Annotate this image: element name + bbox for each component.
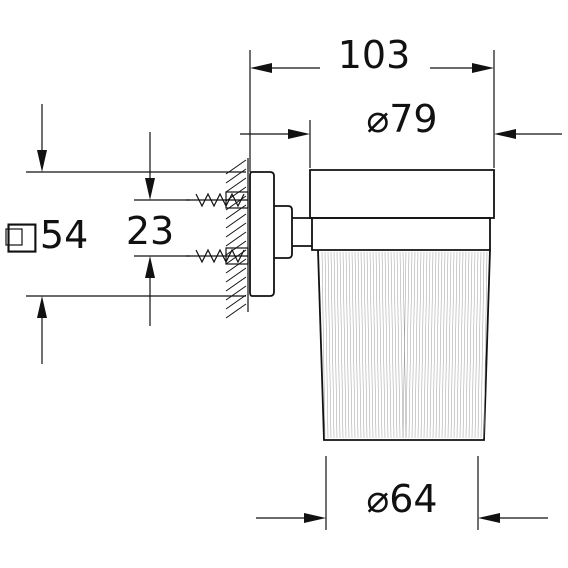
glass-texture-line: [420, 251, 425, 439]
glass-texture-line: [456, 251, 461, 439]
glass-texture-line: [348, 251, 353, 439]
hatch-line: [225, 177, 247, 193]
glass-texture-line: [477, 251, 482, 439]
glass-texture-line: [366, 251, 371, 439]
hatch-line: [225, 258, 247, 274]
glass-texture-line: [330, 251, 335, 439]
dimension-screw-spacing: 23: [126, 132, 190, 326]
plate-size-label: □54: [4, 213, 88, 257]
glass-texture-line: [399, 251, 404, 439]
glass-texture-line: [396, 251, 401, 439]
wall-plate: [249, 171, 312, 297]
glass-texture-line: [342, 251, 347, 439]
glass-texture-line: [429, 251, 434, 439]
base-diameter-label: ⌀64: [366, 477, 437, 521]
hatch-line: [225, 222, 247, 238]
screw-spacing-label: 23: [126, 209, 174, 253]
glass-texture-line: [411, 251, 416, 439]
glass-texture-line: [480, 251, 485, 439]
hatch-line: [225, 276, 247, 292]
glass-texture-line: [327, 251, 332, 439]
glass-texture-line: [321, 251, 326, 439]
hatch-line: [225, 285, 247, 301]
glass-texture-line: [369, 251, 374, 439]
dimension-rim-diameter: ⌀79: [240, 97, 562, 168]
glass-texture-line: [465, 251, 470, 439]
glass-texture-line: [378, 251, 383, 439]
glass-texture-line: [462, 251, 467, 439]
glass-texture-line: [450, 251, 455, 439]
rim-diameter-label: ⌀79: [366, 97, 437, 141]
glass-texture-line: [336, 251, 341, 439]
glass-texture-line: [363, 251, 368, 439]
glass-texture-line: [405, 251, 410, 439]
glass-texture-line: [375, 251, 380, 439]
glass-texture-line: [414, 251, 419, 439]
glass-texture-line: [432, 251, 437, 439]
glass-tumbler: [317, 249, 491, 441]
glass-texture-line: [345, 251, 350, 439]
glass-texture-line: [324, 251, 329, 439]
glass-texture-line: [372, 251, 377, 439]
screw-upper: [186, 191, 249, 209]
glass-texture-line: [357, 251, 362, 439]
glass-texture-line: [360, 251, 365, 439]
hatch-line: [225, 303, 247, 319]
glass-texture-line: [453, 251, 458, 439]
hatch-line: [225, 213, 247, 229]
wall-hatching: [225, 158, 249, 319]
glass-texture-line: [417, 251, 422, 439]
glass-texture-line: [393, 251, 398, 439]
glass-texture-line: [333, 251, 338, 439]
glass-texture-line: [444, 251, 449, 439]
depth-label: 103: [338, 33, 411, 77]
glass-texture-line: [468, 251, 473, 439]
holder-ring: [309, 169, 495, 251]
hatch-line: [225, 231, 247, 247]
glass-texture-line: [339, 251, 344, 439]
dimension-plate-size: □54: [4, 104, 246, 364]
glass-texture-line: [387, 251, 392, 439]
dimension-overall-depth: 103: [249, 33, 495, 172]
glass-texture-line: [441, 251, 446, 439]
glass-texture-line: [384, 251, 389, 439]
glass-texture-line: [483, 251, 488, 439]
glass-texture-line: [474, 251, 479, 439]
glass-texture-line: [438, 251, 443, 439]
glass-texture-line: [408, 251, 413, 439]
hatch-line: [225, 168, 247, 184]
square-symbol-icon: [5, 228, 23, 246]
glass-texture-line: [390, 251, 395, 439]
glass-texture-line: [354, 251, 359, 439]
glass-texture-line: [402, 251, 407, 439]
hatch-line: [225, 204, 247, 220]
dimension-base-diameter: ⌀64: [256, 456, 548, 530]
screw-lower: [186, 247, 249, 265]
glass-texture-line: [459, 251, 464, 439]
glass-texture-line: [471, 251, 476, 439]
glass-texture-line: [426, 251, 431, 439]
hatch-line: [225, 294, 247, 310]
glass-texture-line: [423, 251, 428, 439]
glass-texture-line: [351, 251, 356, 439]
glass-texture-line: [447, 251, 452, 439]
glass-texture-line: [435, 251, 440, 439]
glass-texture-line: [381, 251, 386, 439]
hatch-line: [225, 267, 247, 283]
